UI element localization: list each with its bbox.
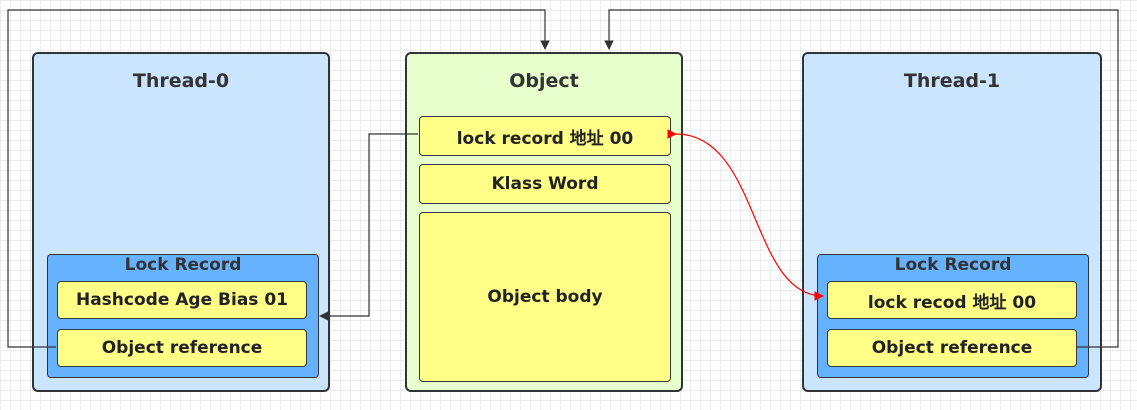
thread1-lock-record-title: Lock Record	[894, 255, 1012, 275]
thread0-lock-record-title: Lock Record	[124, 255, 242, 275]
klass-word-cell: Klass Word	[419, 164, 671, 204]
object-panel: Object lock record 地址 00 Klass Word Obje…	[405, 52, 683, 392]
thread1-title: Thread-1	[903, 70, 1001, 92]
mark-word-cell: lock record 地址 00	[419, 116, 671, 156]
mark-word-to-thread0-connector	[319, 133, 418, 321]
thread1-object-reference-cell: Object reference	[827, 329, 1077, 367]
thread0-object-reference-cell: Object reference	[57, 329, 307, 367]
thread0-hashcode-cell: Hashcode Age Bias 01	[57, 281, 307, 319]
thread0-panel: Thread-0 Lock Record Hashcode Age Bias 0…	[32, 52, 330, 392]
cas-exchange-arrow	[667, 129, 824, 301]
thread1-lock-record-address-cell: lock recod 地址 00	[827, 281, 1077, 319]
object-body-cell: Object body	[419, 212, 671, 382]
object-title: Object	[509, 70, 579, 92]
thread0-title: Thread-0	[132, 70, 230, 92]
thread1-lock-record: Lock Record lock recod 地址 00 Object refe…	[817, 254, 1089, 378]
thread0-lock-record: Lock Record Hashcode Age Bias 01 Object …	[47, 254, 319, 378]
thread1-panel: Thread-1 Lock Record lock recod 地址 00 Ob…	[802, 52, 1102, 392]
